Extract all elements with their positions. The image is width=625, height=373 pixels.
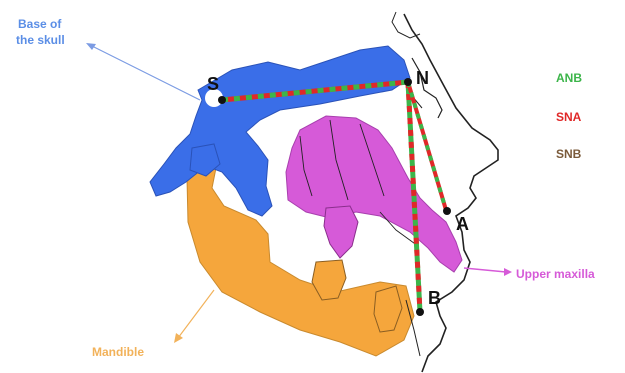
label-base-of-skull-line1: Base of: [18, 17, 62, 31]
label-mandible: Mandible: [92, 345, 144, 359]
legend-sna: SNA: [556, 110, 582, 124]
label-base-of-skull-line2: the skull: [16, 33, 65, 47]
upper-molar-shape: [324, 206, 358, 258]
label-a: A: [456, 214, 469, 234]
maxilla-shape: [286, 116, 462, 272]
point-s: [218, 96, 226, 104]
legend-snb: SNB: [556, 147, 582, 161]
label-b: B: [428, 288, 441, 308]
point-a: [443, 207, 451, 215]
skull-arrow-head: [86, 43, 96, 50]
maxilla-arrow-head: [504, 268, 512, 276]
point-b: [416, 308, 424, 316]
mandible-arrow: [178, 290, 214, 338]
label-n: N: [416, 68, 429, 88]
label-upper-maxilla: Upper maxilla: [516, 267, 595, 281]
mandible-arrow-head: [174, 333, 183, 343]
legend-anb: ANB: [556, 71, 582, 85]
maxilla-arrow: [464, 268, 506, 272]
label-s: S: [207, 74, 219, 94]
skull-arrow: [92, 46, 200, 100]
point-n: [404, 78, 412, 86]
